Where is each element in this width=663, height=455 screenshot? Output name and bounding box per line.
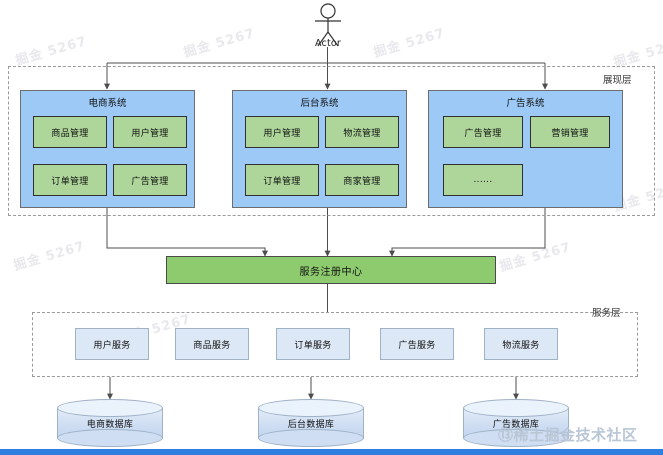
watermark-text: 掘金 5267 <box>13 34 89 69</box>
module-box[interactable]: 用户管理 <box>245 116 319 148</box>
database-cylinder-backoffice[interactable]: 后台数据库 <box>258 399 364 447</box>
watermark-text: 掘金 5267 <box>497 240 573 275</box>
brand-watermark: ⑬稀土掘金技术社区 <box>498 426 638 444</box>
actor-stick-figure-icon <box>315 3 341 47</box>
presentation-layer-label: 展现层 <box>603 75 632 86</box>
system-title: 后台系统 <box>300 98 339 109</box>
cylinder-top-ellipse <box>258 399 364 417</box>
service-box[interactable]: 物流服务 <box>484 328 558 360</box>
service-layer-label: 服务层 <box>592 308 621 319</box>
presentation-layer-container <box>8 66 655 216</box>
watermark-text: 掘金 5267 <box>181 26 257 61</box>
module-box[interactable]: 广告管理 <box>113 164 187 196</box>
database-label: 电商数据库 <box>86 420 134 430</box>
actor-label: Actor <box>315 38 341 49</box>
module-box[interactable]: 物流管理 <box>325 116 399 148</box>
cylinder-top-ellipse <box>463 399 569 417</box>
cylinder-bottom-ellipse <box>463 429 569 447</box>
service-layer-container <box>32 312 638 377</box>
service-box[interactable]: 订单服务 <box>276 328 350 360</box>
service-registry-box[interactable]: 服务注册中心 <box>166 256 496 284</box>
database-cylinder-ecommerce[interactable]: 电商数据库 <box>57 399 163 447</box>
system-title: 广告系统 <box>506 98 545 109</box>
module-box[interactable]: 商品管理 <box>33 116 107 148</box>
module-box[interactable]: 商家管理 <box>325 164 399 196</box>
watermark-text: 掘金 5267 <box>611 36 663 71</box>
system-title: 电商系统 <box>88 98 127 109</box>
watermark-text: 掘金 5267 <box>11 239 87 274</box>
module-box[interactable]: 用户管理 <box>113 116 187 148</box>
cylinder-bottom-ellipse <box>258 429 364 447</box>
service-box[interactable]: 广告服务 <box>380 328 454 360</box>
database-label: 后台数据库 <box>287 420 335 430</box>
database-label: 广告数据库 <box>492 420 540 430</box>
footer-bar <box>0 449 663 455</box>
module-box[interactable]: 营销管理 <box>530 116 610 148</box>
system-box-ecommerce[interactable]: 电商系统 商品管理 用户管理 订单管理 广告管理 <box>20 90 195 208</box>
module-box[interactable]: 订单管理 <box>33 164 107 196</box>
module-box[interactable]: ...... <box>443 164 523 196</box>
module-box[interactable]: 广告管理 <box>443 116 523 148</box>
service-box[interactable]: 商品服务 <box>175 328 249 360</box>
database-cylinder-advertising[interactable]: 广告数据库 <box>463 399 569 447</box>
system-box-backoffice[interactable]: 后台系统 用户管理 物流管理 订单管理 商家管理 <box>232 90 407 208</box>
system-box-advertising[interactable]: 广告系统 广告管理 营销管理 ...... <box>428 90 623 208</box>
cylinder-bottom-ellipse <box>57 429 163 447</box>
module-box[interactable]: 订单管理 <box>245 164 319 196</box>
cylinder-top-ellipse <box>57 399 163 417</box>
watermark-text: 掘金 5267 <box>371 26 447 61</box>
service-box[interactable]: 用户服务 <box>75 328 149 360</box>
